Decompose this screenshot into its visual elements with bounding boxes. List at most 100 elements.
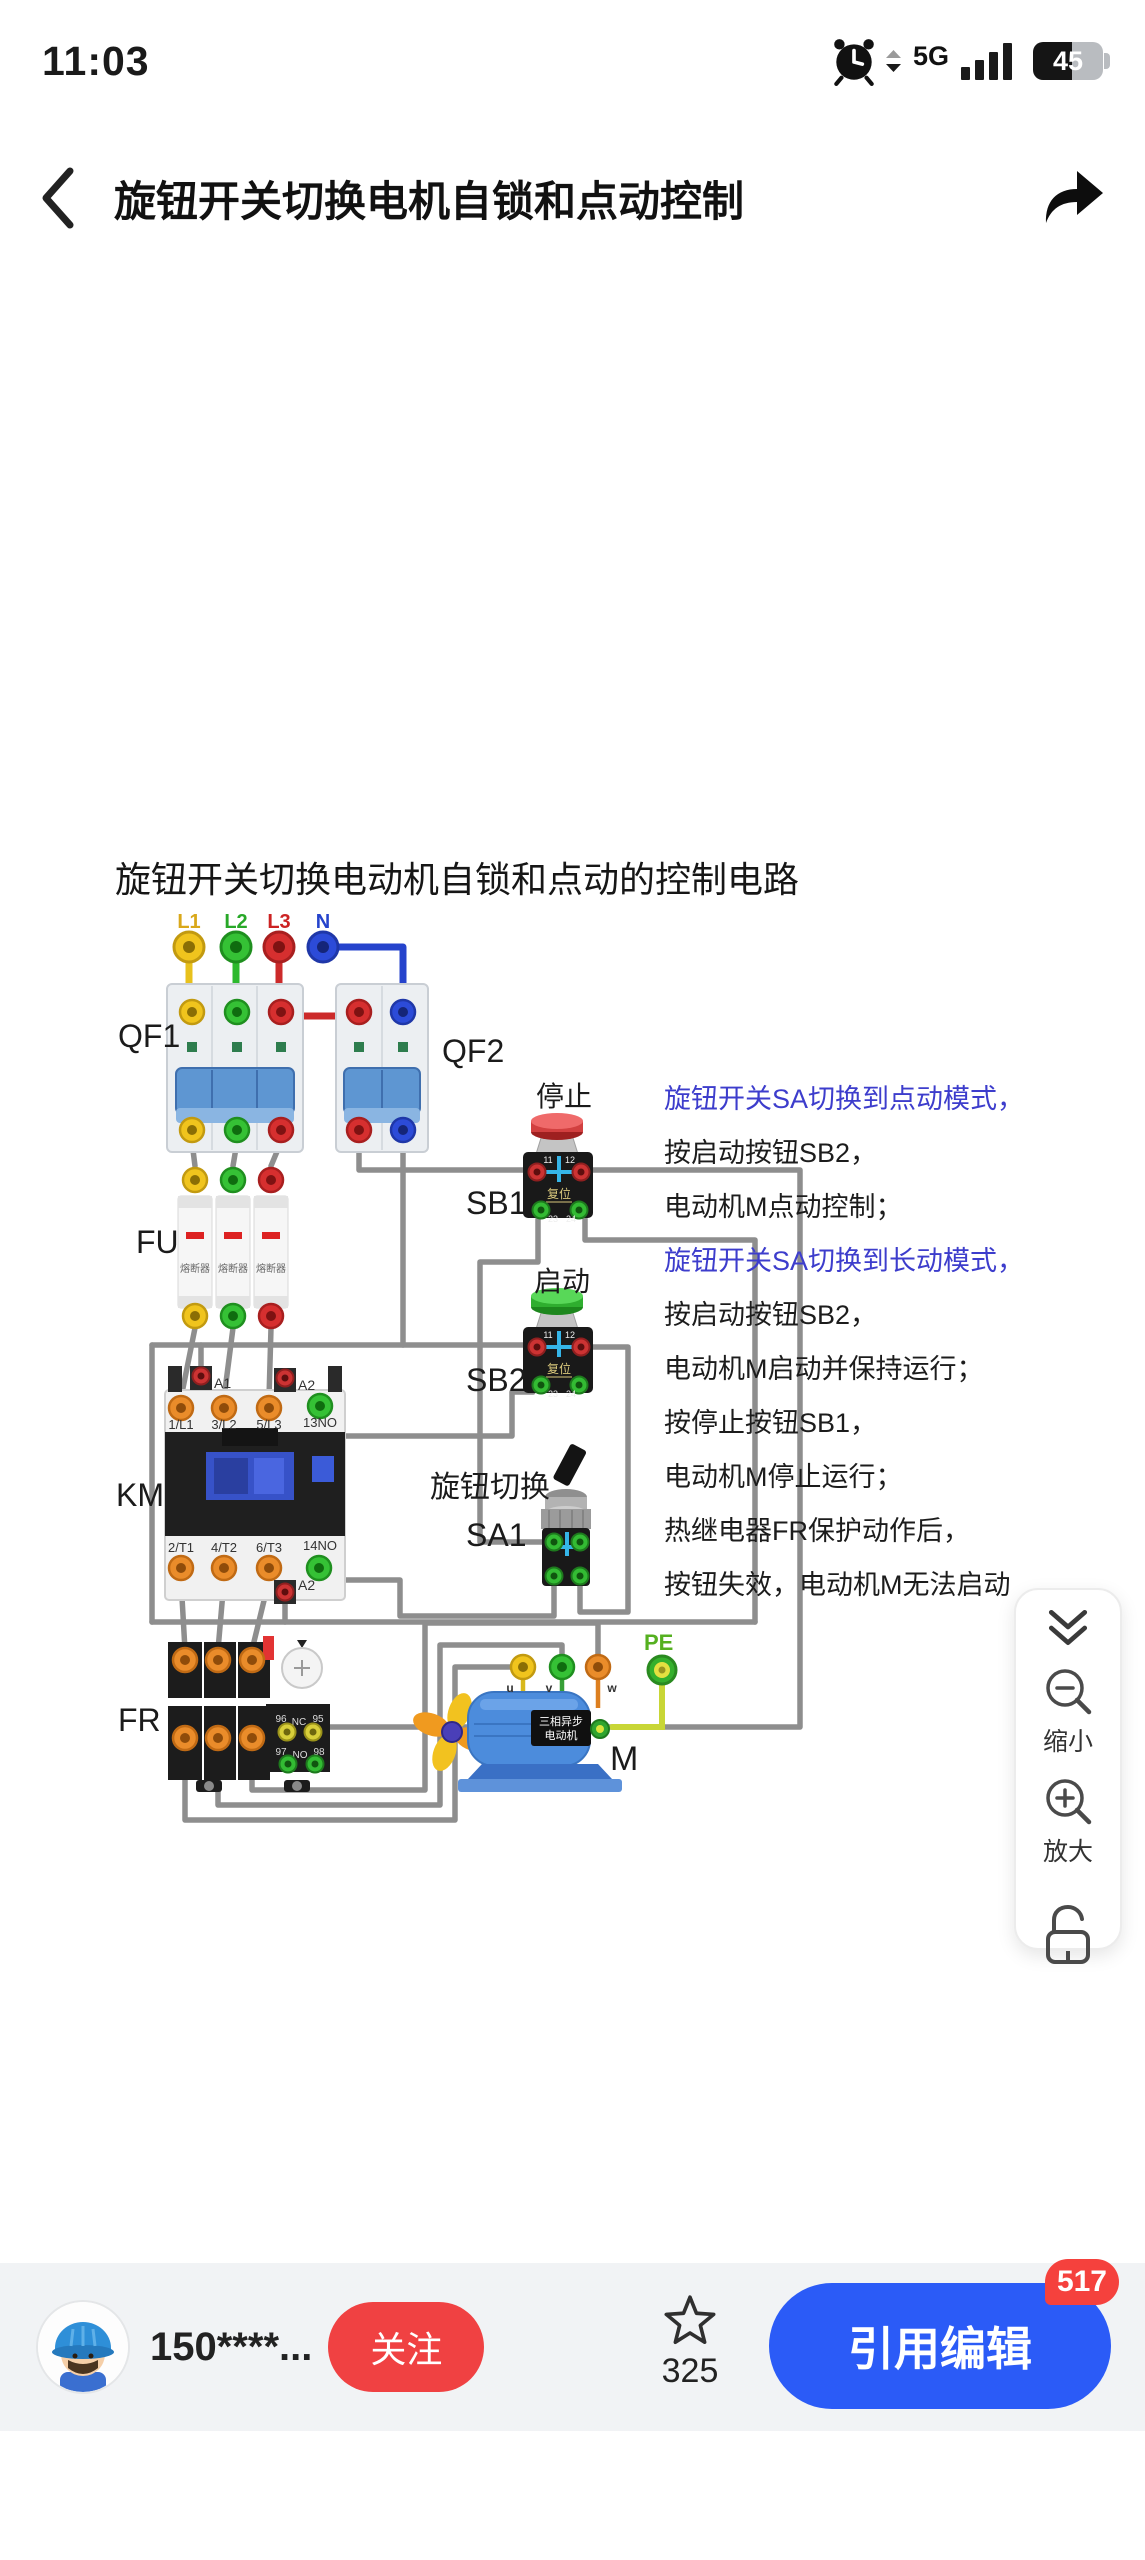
- network-type: 5G: [912, 40, 949, 71]
- fr-no-label: NO: [293, 1750, 308, 1761]
- fr-97-label: 97: [275, 1747, 287, 1758]
- motor-text-2: 电动机: [545, 1728, 578, 1742]
- motor-u-label: u: [506, 1681, 513, 1695]
- star-button[interactable]: 325: [650, 2295, 730, 2391]
- km-4t2-label: 4/T2: [211, 1540, 237, 1555]
- sb1-24-label: 24: [566, 1214, 576, 1224]
- fr-label: FR: [118, 1702, 161, 1738]
- diagram-title: 旋钮开关切换电动机自锁和点动的控制电路: [115, 859, 799, 900]
- km-2t1-label: 2/T1: [168, 1540, 194, 1555]
- zoom-in-label: 放大: [1042, 1838, 1093, 1866]
- zoom-toolbar: 缩小 放大: [1014, 1588, 1122, 1964]
- unlock-icon: [1046, 1904, 1090, 1964]
- motor-v-label: v: [546, 1681, 553, 1695]
- double-chevron-down-icon: [1048, 1609, 1088, 1645]
- start-button-sb2: 11 12 复位 23 24: [523, 1288, 593, 1399]
- gesture-nav-bar: [0, 2431, 1145, 2560]
- rotary-switch-sa1: [541, 1444, 591, 1586]
- annotation-line: 电动机M启动并保持运行；: [664, 1354, 984, 1384]
- annotation-line: 按启动按钮SB2，: [664, 1138, 878, 1168]
- annotation-line: 热继电器FR保护动作后，: [664, 1516, 970, 1546]
- badge-count: 517: [1044, 2259, 1119, 2305]
- km-a2-bottom-label: A2: [298, 1577, 315, 1593]
- battery-indicator: 45: [1033, 42, 1110, 80]
- zoom-in-icon: [1046, 1779, 1092, 1825]
- sb1-reset-label: 复位: [547, 1186, 571, 1201]
- phase-l2-label: L2: [224, 911, 247, 933]
- breaker-qf1: [166, 983, 304, 1153]
- phase-l1-label: L1: [177, 911, 200, 933]
- contactor-km: A1 A2 1/L1 3/L2 5/L3 13NO 2/T1 4/T2 6/T3…: [164, 1366, 346, 1604]
- annotation-line: 电动机M停止运行；: [664, 1462, 903, 1492]
- zoom-out-button[interactable]: 缩小: [1041, 1664, 1095, 1758]
- start-label: 启动: [534, 1266, 590, 1297]
- annotation-line: 按停止按钮SB1，: [664, 1408, 878, 1438]
- lock-button[interactable]: [1040, 1904, 1096, 1966]
- phase-n-label: N: [316, 911, 330, 933]
- follow-button[interactable]: 关注: [328, 2302, 485, 2392]
- supply-terminals: L1 L2 L3 N: [172, 911, 340, 964]
- fuse-block-fu: 熔断器 熔断器 熔断器: [177, 1166, 289, 1330]
- sb2-reset-label: 复位: [547, 1361, 571, 1376]
- alarm-icon: [834, 39, 874, 86]
- annotation-line: 电动机M点动控制；: [664, 1192, 903, 1222]
- quote-edit-label: 引用编辑: [848, 2323, 1032, 2375]
- sb2-label: SB2: [466, 1362, 526, 1398]
- thermal-relay-fr: 96 NC 95 97 NO 98: [168, 1636, 330, 1792]
- quote-edit-button[interactable]: 引用编辑 517: [769, 2259, 1119, 2409]
- motor-text-1: 三相异步: [539, 1715, 583, 1728]
- sb2-12-label: 12: [565, 1330, 575, 1340]
- km-3l2-label: 3/L2: [211, 1417, 236, 1432]
- star-count: 325: [661, 2352, 719, 2390]
- fr-96-label: 96: [275, 1714, 287, 1725]
- fuse-text-2: 熔断器: [218, 1262, 248, 1275]
- circuit-diagram: 旋钮开关切换电动机自锁和点动的控制电路 L1: [115, 859, 803, 1823]
- phase-l3-label: L3: [267, 911, 290, 933]
- fuse-text-1: 熔断器: [180, 1262, 210, 1275]
- rotary-label: 旋钮切换: [430, 1471, 550, 1504]
- status-bar: 11:03 5G 45: [0, 28, 1145, 94]
- km-13no-label: 13NO: [303, 1415, 337, 1430]
- pe-terminal: [646, 1654, 678, 1686]
- motor-m: 三相异步 电动机 u v w: [413, 1653, 622, 1792]
- stop-button-sb1: 11 12 复位 23 24: [523, 1113, 593, 1224]
- avatar[interactable]: [36, 2300, 130, 2394]
- battery-level: 45: [1052, 46, 1084, 76]
- annotation-line: 按钮失效，电动机M无法启动: [664, 1570, 1011, 1600]
- fr-98-label: 98: [313, 1747, 325, 1758]
- network-arrows-icon: [885, 49, 901, 72]
- km-14no-label: 14NO: [303, 1538, 337, 1553]
- zoom-in-button[interactable]: 放大: [1041, 1774, 1095, 1868]
- sb1-label: SB1: [466, 1185, 526, 1221]
- sb2-11-label: 11: [543, 1330, 552, 1340]
- km-1l1-label: 1/L1: [168, 1417, 193, 1432]
- collapse-button[interactable]: [1045, 1608, 1091, 1648]
- username[interactable]: 150****...: [150, 2324, 313, 2369]
- signal-bars-icon: [961, 43, 1012, 80]
- clock-time: 11:03: [42, 37, 150, 84]
- avatar-image: [38, 2302, 128, 2392]
- engagement-bar: 150****... 关注 325 引用编辑 517: [0, 2259, 1145, 2431]
- share-icon[interactable]: [1041, 167, 1105, 225]
- km-a1-label: A1: [214, 1375, 231, 1391]
- km-a2-top-label: A2: [298, 1377, 315, 1393]
- zoom-out-icon: [1046, 1669, 1092, 1715]
- sb2-23-label: 23: [548, 1389, 558, 1399]
- pe-label: PE: [644, 1630, 673, 1655]
- nav-bar: 旋钮开关切换电机自锁和点动控制: [0, 148, 1145, 248]
- back-icon[interactable]: [40, 166, 76, 230]
- sb1-11-label: 11: [543, 1155, 552, 1165]
- motor-w-label: w: [606, 1681, 617, 1695]
- annotation-line: 旋钮开关SA切换到长动模式，: [664, 1246, 1025, 1276]
- km-5l3-label: 5/L3: [256, 1417, 281, 1432]
- zoom-out-label: 缩小: [1042, 1728, 1093, 1756]
- km-6t3-label: 6/T3: [256, 1540, 282, 1555]
- fr-95-label: 95: [312, 1714, 324, 1725]
- stop-label: 停止: [536, 1081, 592, 1112]
- qf1-label: QF1: [118, 1018, 180, 1054]
- star-icon: [664, 2295, 716, 2345]
- sb1-12-label: 12: [565, 1155, 575, 1165]
- km-label: KM: [116, 1477, 164, 1513]
- sa1-label: SA1: [466, 1517, 526, 1553]
- page-title: 旋钮开关切换电机自锁和点动控制: [114, 177, 745, 225]
